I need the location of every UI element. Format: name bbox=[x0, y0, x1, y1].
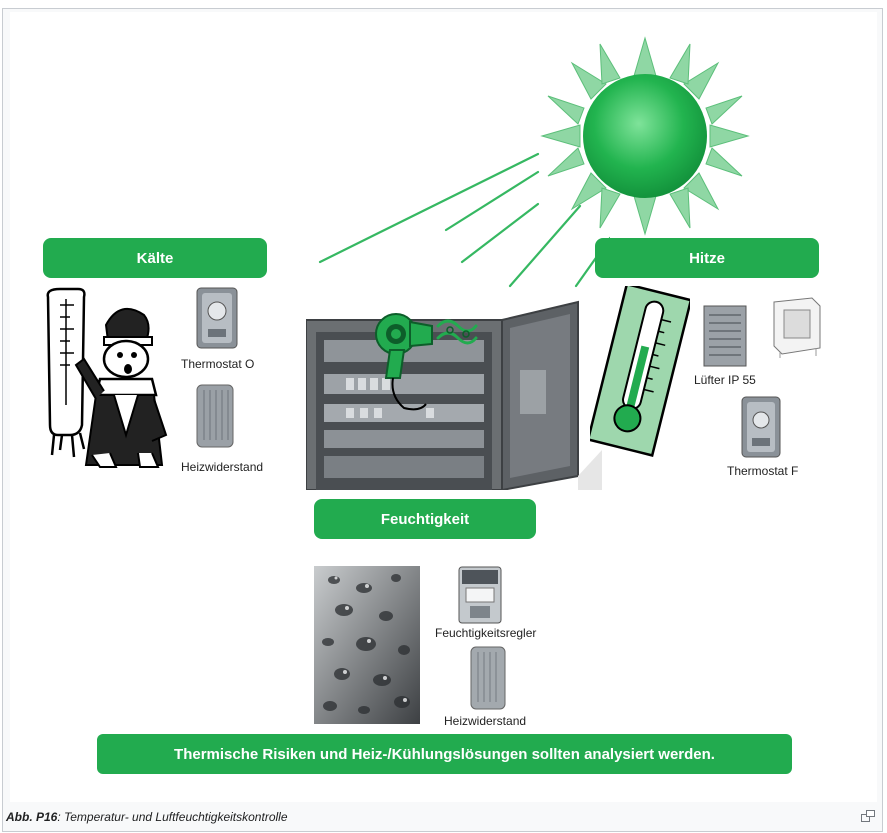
feuchtigkeitsregler-device bbox=[458, 566, 502, 624]
thermometer-icon bbox=[590, 286, 690, 457]
sun-rays bbox=[318, 152, 610, 288]
water-droplets-image bbox=[314, 566, 420, 724]
luefter-housing-device bbox=[773, 297, 821, 358]
hairdryer-icon bbox=[375, 313, 478, 411]
cold-man-icon bbox=[46, 287, 168, 468]
thermostat-o-label: Thermostat O bbox=[181, 357, 255, 371]
heizwiderstand-device-1 bbox=[196, 384, 234, 448]
kaelte-label: Kälte bbox=[43, 238, 267, 278]
heizwiderstand-label-1: Heizwiderstand bbox=[181, 460, 264, 474]
thermostat-f-label: Thermostat F bbox=[727, 464, 799, 478]
feuchtigkeit-label: Feuchtigkeit bbox=[314, 499, 536, 539]
luefter-label: Lüfter IP 55 bbox=[694, 373, 756, 387]
figure-caption: Abb. P16: Temperatur- und Luftfeuchtigke… bbox=[6, 810, 288, 824]
caption-ref: Abb. P16 bbox=[6, 810, 58, 824]
hitze-label: Hitze bbox=[595, 238, 819, 278]
luefter-device bbox=[703, 305, 747, 367]
caption-text: : Temperatur- und Luftfeuchtigkeitskontr… bbox=[57, 810, 288, 824]
heizwiderstand-device-2 bbox=[470, 646, 506, 710]
heizwiderstand-label-2: Heizwiderstand bbox=[444, 714, 527, 728]
summary-banner: Thermische Risiken und Heiz-/Kühlungslös… bbox=[97, 734, 792, 774]
electrical-cabinet-image bbox=[306, 300, 602, 490]
feuchtigkeitsregler-label: Feuchtigkeitsregler bbox=[435, 626, 537, 640]
thermostat-f-device bbox=[741, 396, 781, 458]
thermostat-o-device bbox=[196, 287, 238, 349]
sun-icon bbox=[540, 36, 750, 236]
enlarge-icon[interactable] bbox=[861, 810, 875, 822]
